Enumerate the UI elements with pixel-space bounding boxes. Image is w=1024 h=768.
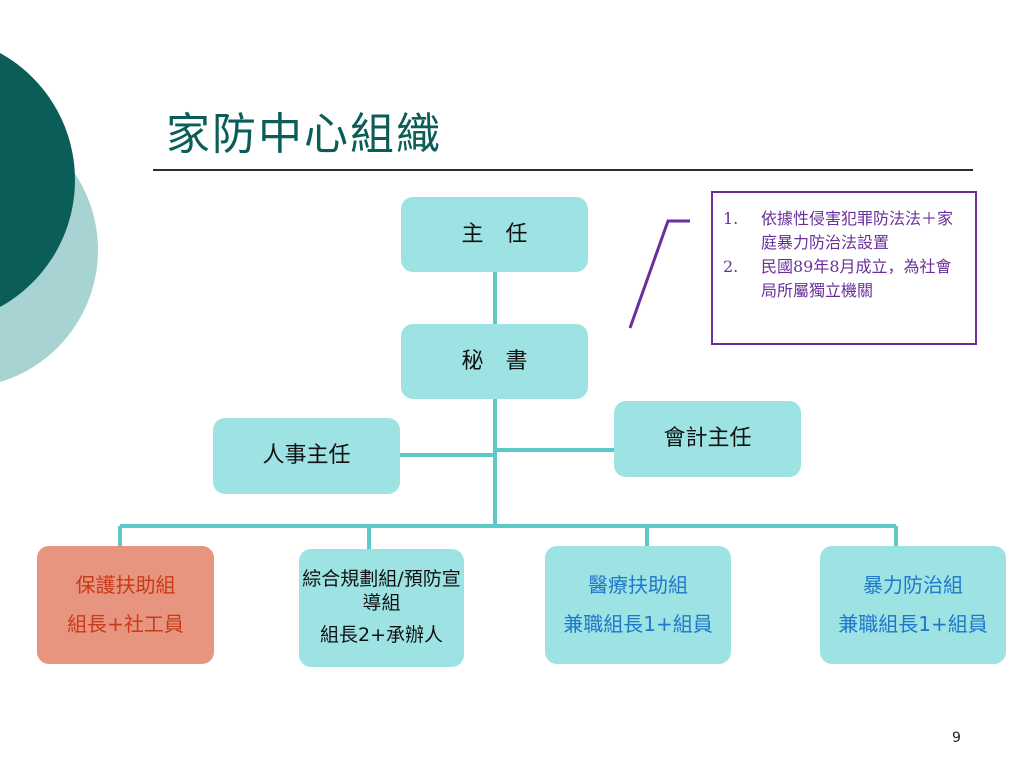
accounting-label: 會計主任 — [663, 426, 752, 452]
group-staff: 兼職組長1+組員 — [563, 612, 713, 636]
decor-circle-dark — [0, 53, 75, 307]
org-box-personnel: 人事主任 — [213, 418, 400, 494]
org-box-planning-group: 綜合規劃組/預防宣導組 組長2+承辦人 — [299, 549, 464, 667]
note-number: 2. — [723, 257, 739, 276]
secretary-label: 秘 書 — [461, 348, 528, 374]
note-callout-line — [628, 219, 690, 329]
org-box-protection-group: 保護扶助組 組長+社工員 — [37, 546, 214, 664]
org-box-violence-group: 暴力防治組 兼職組長1+組員 — [820, 546, 1006, 664]
org-box-medical-group: 醫療扶助組 兼職組長1+組員 — [545, 546, 731, 664]
title-divider — [153, 169, 973, 171]
group-name: 綜合規劃組/預防宣導組 — [302, 568, 461, 615]
note-box: 1. 依據性侵害犯罪防法法＋家庭暴力防治法設置 2. 民國89年8月成立，為社會… — [711, 191, 977, 345]
slide-title: 家防中心組織 — [166, 109, 442, 160]
decor-circle-light — [0, 117, 98, 383]
personnel-label: 人事主任 — [262, 443, 351, 469]
note-number: 1. — [723, 209, 739, 228]
director-label: 主 任 — [461, 221, 528, 247]
note-item: 1. 依據性侵害犯罪防法法＋家庭暴力防治法設置 — [723, 207, 965, 255]
org-box-secretary: 秘 書 — [401, 324, 588, 399]
org-box-director: 主 任 — [401, 197, 588, 272]
page-number: 9 — [952, 730, 961, 746]
note-text: 民國89年8月成立，為社會局所屬獨立機關 — [761, 257, 952, 300]
group-staff: 組長2+承辦人 — [319, 623, 443, 646]
group-name: 醫療扶助組 — [588, 573, 688, 597]
group-staff: 組長+社工員 — [67, 612, 184, 636]
org-box-accounting: 會計主任 — [614, 401, 801, 477]
group-name: 保護扶助組 — [75, 573, 176, 597]
group-name: 暴力防治組 — [863, 573, 963, 597]
note-text: 依據性侵害犯罪防法法＋家庭暴力防治法設置 — [761, 209, 954, 252]
decorative-circles — [0, 53, 98, 383]
note-item: 2. 民國89年8月成立，為社會局所屬獨立機關 — [723, 255, 965, 303]
group-staff: 兼職組長1+組員 — [838, 612, 988, 636]
